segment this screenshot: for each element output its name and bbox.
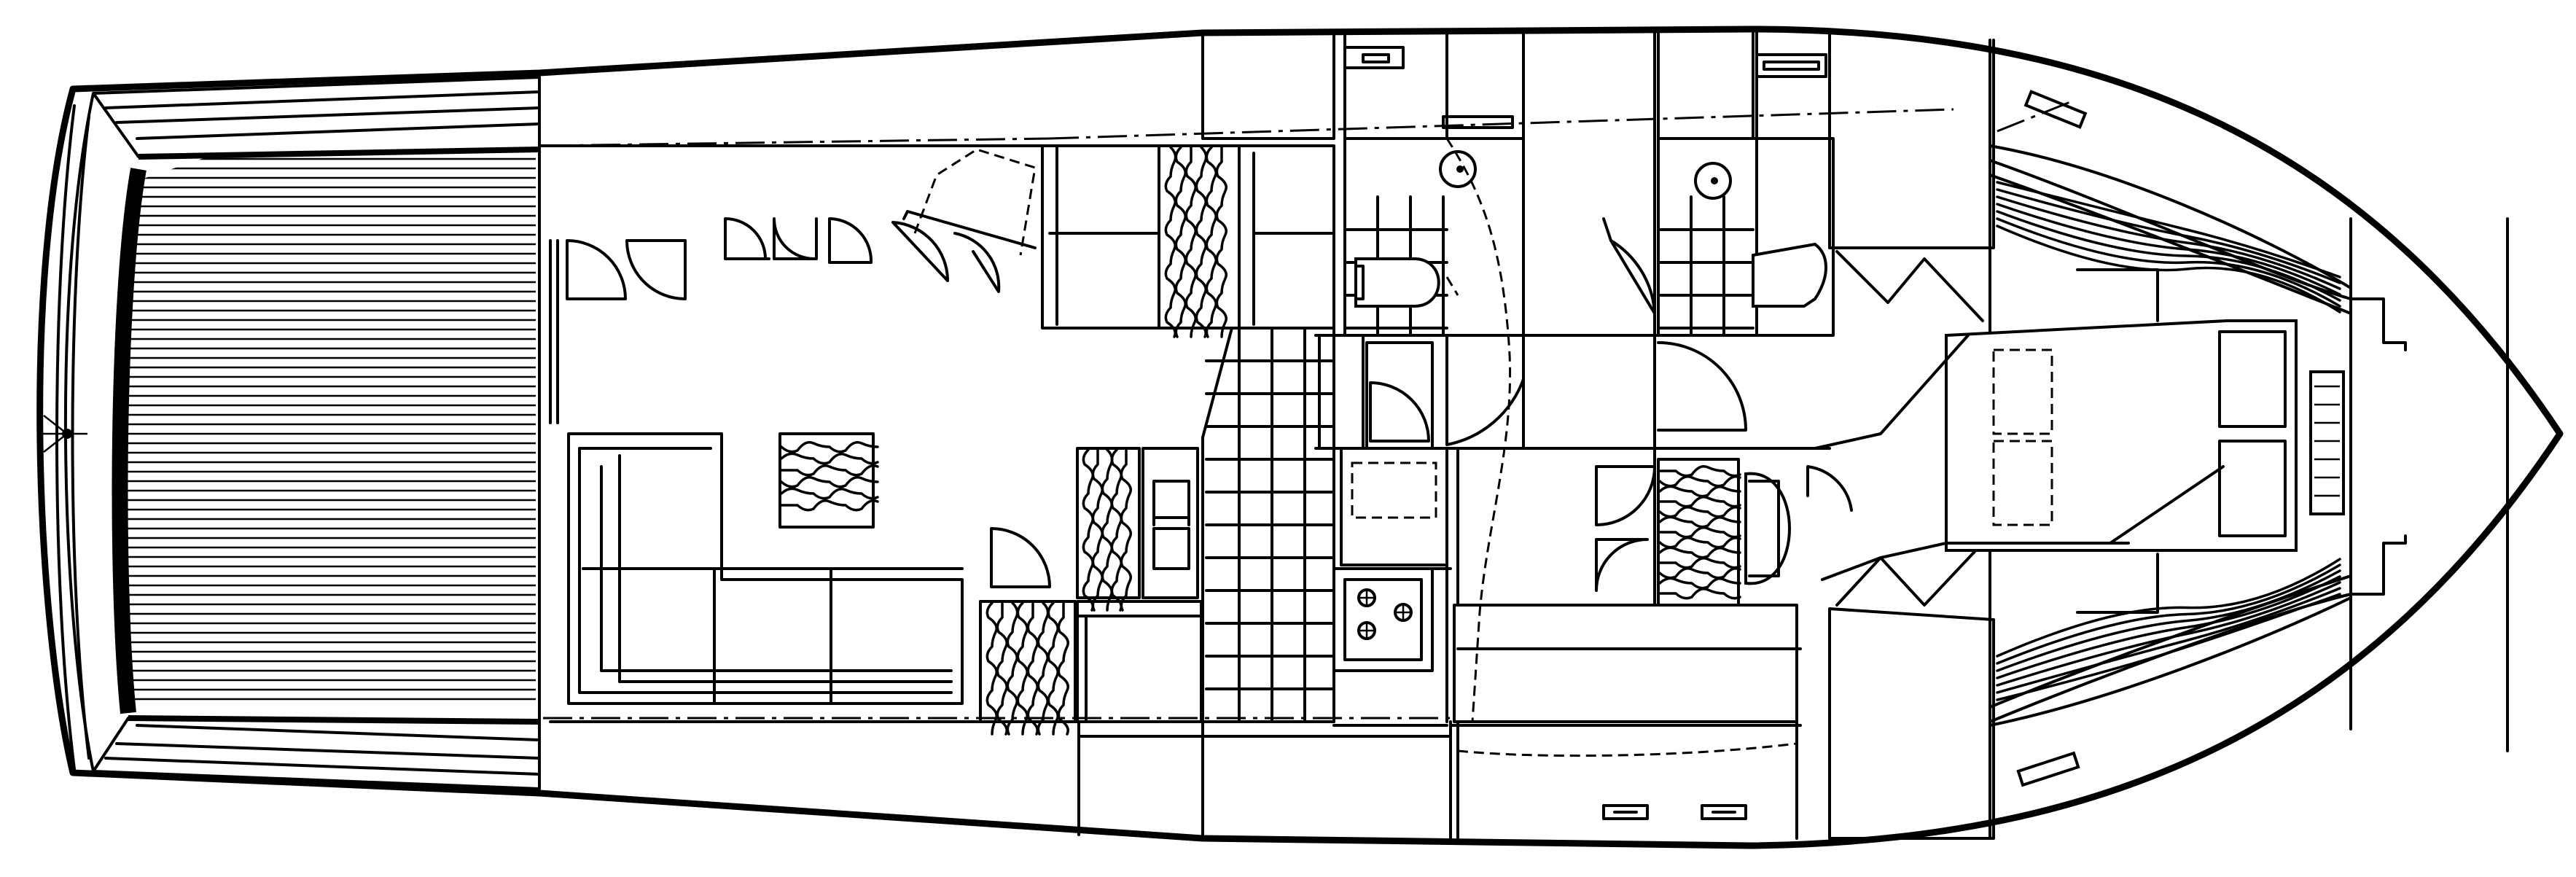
wood-grain-line: [1996, 558, 2341, 658]
heads: [1201, 31, 1835, 722]
wood-grain-line: [1658, 546, 1741, 559]
v-berth-grain: [1996, 181, 2341, 701]
wood-grain-line: [1996, 587, 2341, 694]
wood-grain-line: [1996, 581, 2341, 687]
wood-grain-line: [780, 476, 879, 488]
wood-grain-line: [1658, 588, 1741, 600]
wood-grain-line: [1164, 146, 1177, 338]
wood-grain-line: [1091, 448, 1104, 612]
galley-counter-grain: [1082, 448, 1132, 612]
wood-grain-line: [1026, 601, 1039, 736]
wood-grain-line: [1996, 217, 2341, 308]
wood-grain-line: [1658, 485, 1741, 498]
wood-grain-line: [1996, 188, 2341, 284]
wood-grain-line: [1101, 448, 1114, 612]
wood-grain-line: [1047, 601, 1059, 736]
wood-grain-line: [1996, 569, 2341, 672]
wood-grain-line: [780, 464, 879, 477]
wood-grain-line: [1658, 526, 1741, 539]
wood-grain-line: [1082, 448, 1094, 612]
wood-grain-line: [996, 601, 1008, 736]
stove-burners: [1357, 588, 1413, 640]
dinette-table-grain: [1164, 146, 1227, 338]
wood-grain-line: [1996, 225, 2341, 313]
wood-grain-line: [1016, 601, 1029, 736]
wood-grain-line: [780, 487, 879, 500]
wood-grain-line: [780, 499, 879, 512]
galley-side-grain: [985, 601, 1069, 736]
wood-grain-line: [1658, 557, 1741, 569]
wood-grain-line: [1658, 537, 1741, 549]
wood-grain-line: [1996, 195, 2341, 290]
wood-grain-line: [1037, 601, 1050, 736]
wood-grain-line: [1110, 448, 1123, 612]
aft-cockpit: [40, 76, 541, 790]
centerline: [1049, 101, 2071, 140]
mid-cabins: [1077, 217, 1831, 840]
wood-grain-line: [1658, 567, 1741, 580]
nightstand-grain: [1658, 465, 1741, 600]
wood-grain-line: [985, 601, 998, 736]
salon-table-grain: [780, 441, 879, 512]
wood-grain-line: [1120, 448, 1132, 612]
wood-grain-line: [780, 441, 879, 453]
wood-grain-line: [1195, 146, 1208, 338]
wood-grain-line: [1215, 146, 1227, 338]
galley: [979, 327, 1452, 736]
wood-grain-line: [1658, 475, 1741, 488]
wood-grain-line: [1658, 465, 1741, 478]
wood-grain-line: [1174, 146, 1187, 338]
wood-grain-line: [1658, 515, 1741, 529]
wood-grain-line: [1996, 210, 2341, 302]
wood-grain-line: [1658, 496, 1741, 508]
wood-grain-line: [1057, 601, 1069, 736]
dinette: [1041, 144, 1335, 338]
deck-planking: [122, 157, 536, 703]
forward-stateroom: [1806, 90, 2352, 787]
salon: [538, 137, 1451, 723]
wood-grain-line: [1996, 564, 2341, 665]
wood-grain-line: [1996, 593, 2341, 701]
wood-grain-line: [1184, 146, 1197, 338]
wood-grain-line: [1658, 506, 1741, 518]
wood-grain-line: [1205, 146, 1217, 338]
wood-grain-line: [780, 452, 879, 465]
wood-grain-line: [1996, 203, 2341, 296]
wood-grain-line: [1658, 577, 1741, 590]
wood-grain-line: [1996, 181, 2341, 278]
wood-grain-line: [1996, 575, 2341, 679]
wood-grain-line: [1006, 601, 1019, 736]
